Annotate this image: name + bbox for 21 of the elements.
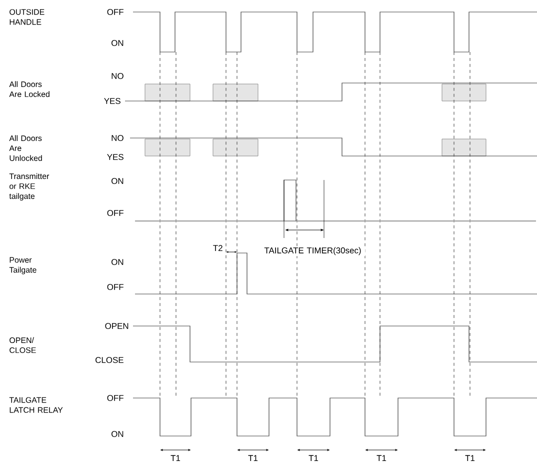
timer-label: TAILGATE TIMER(30sec) [263,246,366,256]
state-label: OPEN [105,323,128,329]
state-label: NO [112,135,124,141]
interval-label: T1 [308,455,318,461]
interval-label: T1 [248,455,258,461]
interval-label: T1 [376,455,386,461]
interval-label: T2 [213,245,222,251]
state-label: CLOSE [96,357,124,363]
state-label: OFF [107,284,124,290]
state-label: OFF [107,210,124,216]
state-label: ON [112,40,124,46]
interval-label: T1 [465,455,475,461]
state-label: ON [112,259,124,265]
state-label: OFF [107,9,124,15]
state-label: YES [104,98,120,104]
state-label: OFF [107,395,124,401]
state-label: ON [112,178,124,184]
state-label: NO [112,73,124,79]
state-label: ON [112,431,124,437]
interval-label: T1 [170,455,180,461]
state-label: YES [107,154,124,160]
